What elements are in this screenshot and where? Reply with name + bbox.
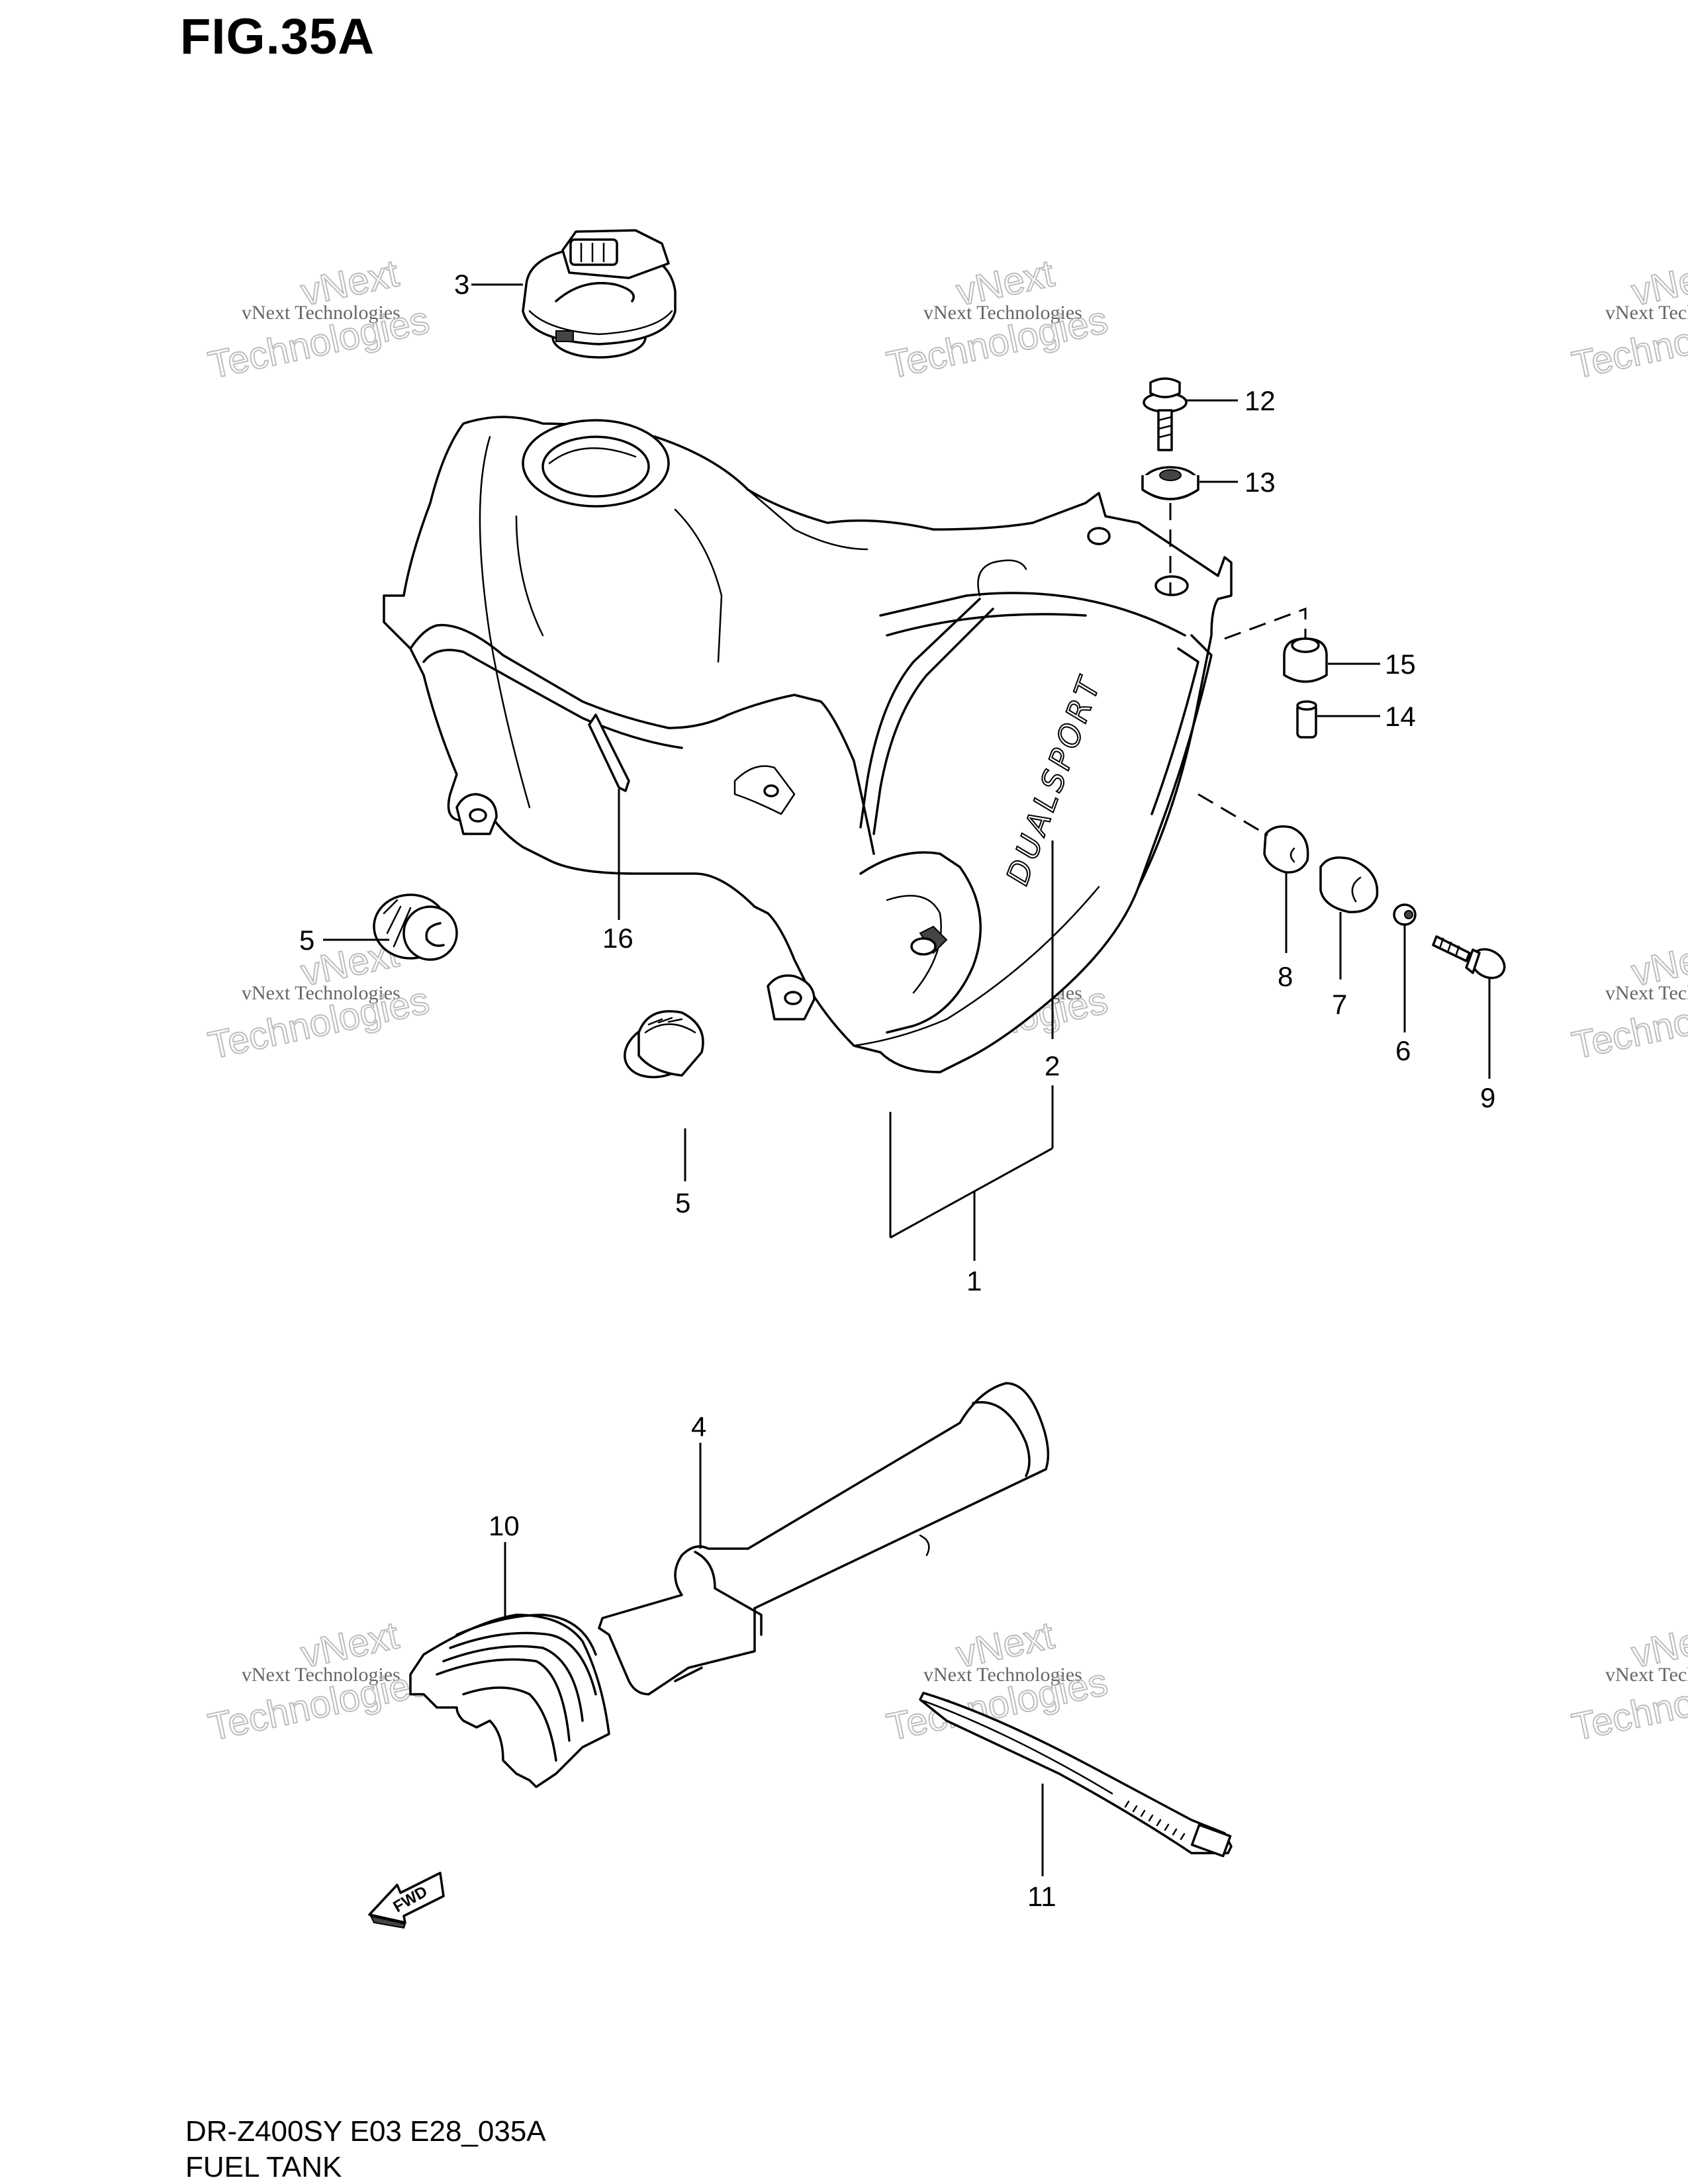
section-name-caption: FUEL TANK [185, 2151, 342, 2183]
tape-strip-drawing [588, 713, 630, 792]
callout-11: 11 [1027, 1881, 1056, 1912]
cushion-lower-drawing [624, 1010, 704, 1079]
watermark-vnext-technologies: vNext Technologies [242, 982, 400, 1004]
bolt-12-drawing [1143, 377, 1188, 451]
callout-4: 4 [691, 1411, 706, 1442]
watermark-vnext-technologies: vNext Technologies [242, 302, 400, 324]
callout-5-lower: 5 [675, 1187, 690, 1218]
leader-lines [323, 283, 1491, 1876]
washer-13-drawing [1141, 466, 1199, 500]
callout-12: 12 [1244, 385, 1276, 416]
cushion-7-drawing [1319, 856, 1379, 913]
watermark-vnext-technologies: vNext Technologies [923, 1664, 1082, 1686]
callout-1: 1 [966, 1265, 982, 1297]
figure-title: FIG.35A [180, 9, 375, 65]
watermark-vnext-technologies: vNext Technologies [923, 302, 1082, 324]
model-code-caption: DR-Z400SY E03 E28_035A [185, 2115, 546, 2148]
cushion-15-drawing [1283, 637, 1328, 683]
watermark-vnext-technologies: vNext Technologies [242, 1664, 400, 1686]
protector-10-drawing [409, 1614, 610, 1788]
callout-16: 16 [602, 923, 633, 954]
callout-6: 6 [1395, 1035, 1411, 1066]
callout-labels: 3 12 13 15 14 5 16 8 7 6 9 2 5 1 4 10 11 [299, 269, 1495, 1912]
callout-10: 10 [489, 1510, 520, 1541]
callout-3: 3 [454, 269, 469, 300]
fuel-cap-drawing [522, 229, 677, 359]
callout-7: 7 [1332, 989, 1347, 1020]
bolt-9-drawing [1432, 935, 1506, 979]
watermark-vnext-technologies: vNext Technologies [1605, 302, 1688, 324]
cushion-upper-drawing [373, 893, 458, 961]
collar-6-drawing [1393, 903, 1417, 926]
cover-4-drawing [598, 1382, 1050, 1696]
callout-2: 2 [1045, 1050, 1060, 1081]
callout-9: 9 [1480, 1082, 1495, 1113]
fwd-arrow-icon: FWD [368, 1872, 445, 1929]
cable-tie-11-drawing [919, 1692, 1233, 1858]
callout-13: 13 [1244, 467, 1276, 498]
callout-15: 15 [1385, 649, 1416, 680]
watermark-vnext-technologies: vNext Technologies [1605, 1664, 1688, 1686]
fuel-tank-drawing: DUALSPORT [383, 416, 1233, 1073]
callout-8: 8 [1278, 961, 1293, 992]
collar-14-drawing [1296, 700, 1317, 739]
cushion-8-drawing [1263, 825, 1309, 874]
callout-14: 14 [1385, 701, 1416, 732]
watermark-vnext-technologies: vNext Technologies [1605, 982, 1688, 1004]
callout-5-upper: 5 [299, 925, 314, 956]
